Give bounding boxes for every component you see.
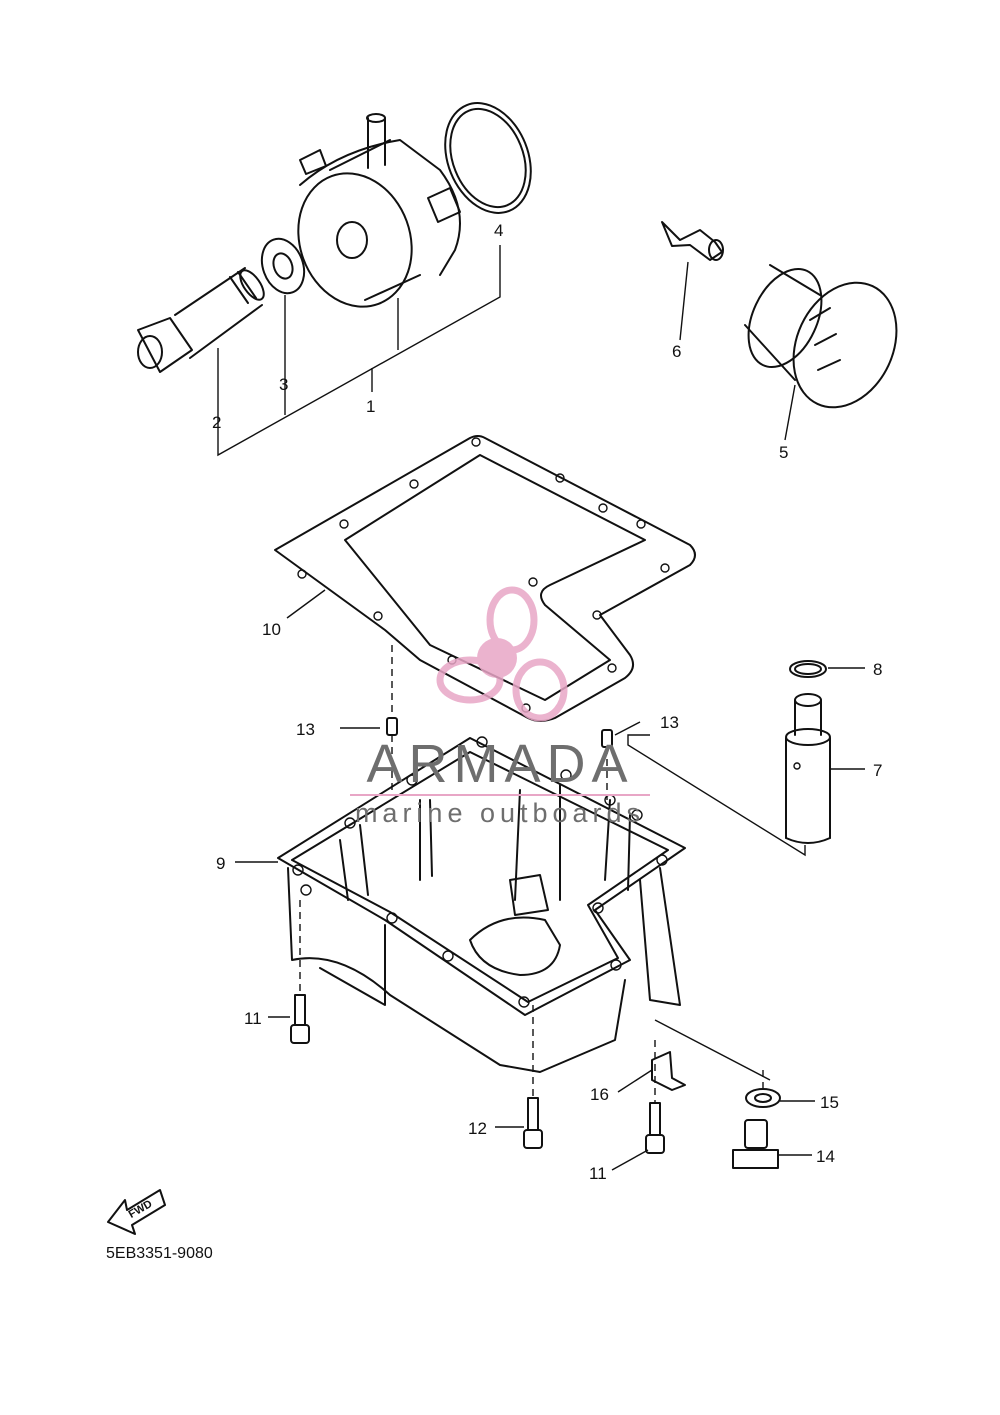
- callouts: 1 2 3 4 5 6 7 8 9 10 11 11 12 13 13 14 1…: [212, 221, 882, 1183]
- callout-15: 15: [820, 1093, 839, 1112]
- callout-3: 3: [279, 375, 288, 394]
- callout-11-right: 11: [589, 1164, 607, 1183]
- callout-5: 5: [779, 443, 788, 462]
- hose-clamp: [651, 1051, 686, 1091]
- watermark-tagline: marine outboards: [355, 798, 645, 828]
- callout-6: 6: [672, 342, 681, 361]
- callout-4: 4: [494, 221, 503, 240]
- callout-12: 12: [468, 1119, 487, 1138]
- fwd-label: FWD: [127, 1198, 155, 1221]
- callout-10: 10: [262, 620, 281, 639]
- bolt-11-right: [645, 1102, 665, 1154]
- o-ring: [444, 102, 532, 214]
- fitting-bolt: [661, 221, 724, 261]
- union-bolt: [137, 267, 265, 373]
- oil-pan: [277, 736, 686, 1073]
- callout-14: 14: [816, 1147, 835, 1166]
- leader-lines: [217, 245, 865, 1171]
- watermark: ARMADA marine outboards: [350, 586, 650, 828]
- oil-cooler-assembly: [297, 113, 461, 308]
- callout-16: 16: [590, 1085, 609, 1104]
- callout-9: 9: [216, 854, 225, 873]
- callout-2: 2: [212, 413, 221, 432]
- bolt-12: [523, 1097, 543, 1149]
- washer: [260, 237, 306, 295]
- callout-11-left: 11: [244, 1009, 262, 1028]
- watermark-brand: ARMADA: [366, 734, 633, 794]
- bolt-11-left: [290, 994, 310, 1044]
- callout-13-left: 13: [296, 720, 315, 739]
- callout-1: 1: [366, 397, 375, 416]
- diagram-code: 5EB3351-9080: [106, 1245, 213, 1262]
- callout-8: 8: [873, 660, 882, 679]
- drain-plug: [732, 1119, 779, 1169]
- gasket-washer: [745, 1088, 781, 1108]
- oil-strainer: [785, 660, 831, 844]
- oil-pan-gasket: [274, 435, 696, 722]
- callout-13-right: 13: [660, 713, 679, 732]
- forward-direction-arrow: FWD: [107, 1189, 166, 1235]
- propeller-logo: [436, 586, 568, 722]
- oil-filter-cartridge: [744, 264, 898, 409]
- callout-7: 7: [873, 761, 882, 780]
